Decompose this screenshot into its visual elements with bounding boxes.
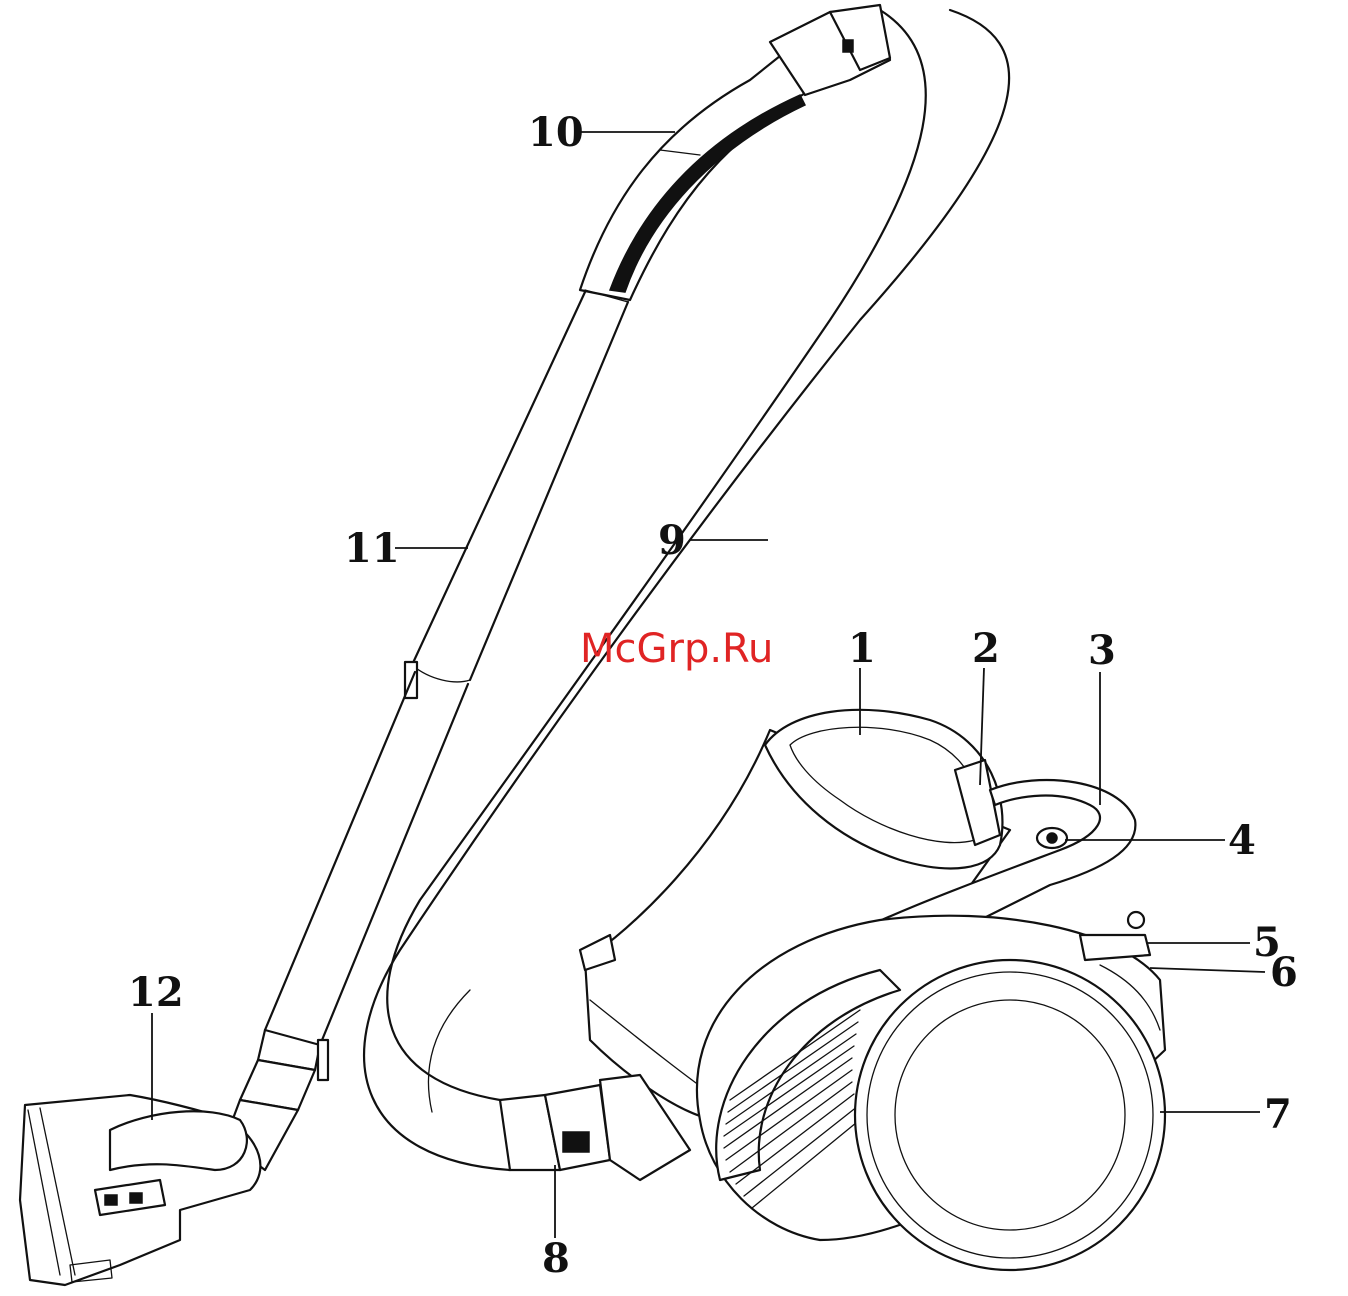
callout-1: 1 — [848, 625, 876, 672]
hose-handle — [580, 5, 890, 302]
telescopic-tube — [240, 292, 628, 1110]
callout-11: 11 — [344, 525, 400, 572]
callout-2: 2 — [972, 625, 1000, 672]
leader-6 — [1150, 968, 1265, 972]
callout-4: 4 — [1228, 817, 1256, 864]
callout-12: 12 — [128, 969, 184, 1016]
vacuum-body — [500, 710, 1165, 1270]
floor-nozzle — [20, 1095, 298, 1285]
callout-3: 3 — [1088, 627, 1116, 674]
callout-9: 9 — [658, 517, 686, 564]
callout-7: 7 — [1264, 1091, 1292, 1138]
callout-8: 8 — [542, 1235, 570, 1282]
watermark: McGrp.Ru — [580, 626, 773, 672]
callout-6: 6 — [1270, 949, 1298, 996]
callout-10: 10 — [528, 109, 584, 156]
